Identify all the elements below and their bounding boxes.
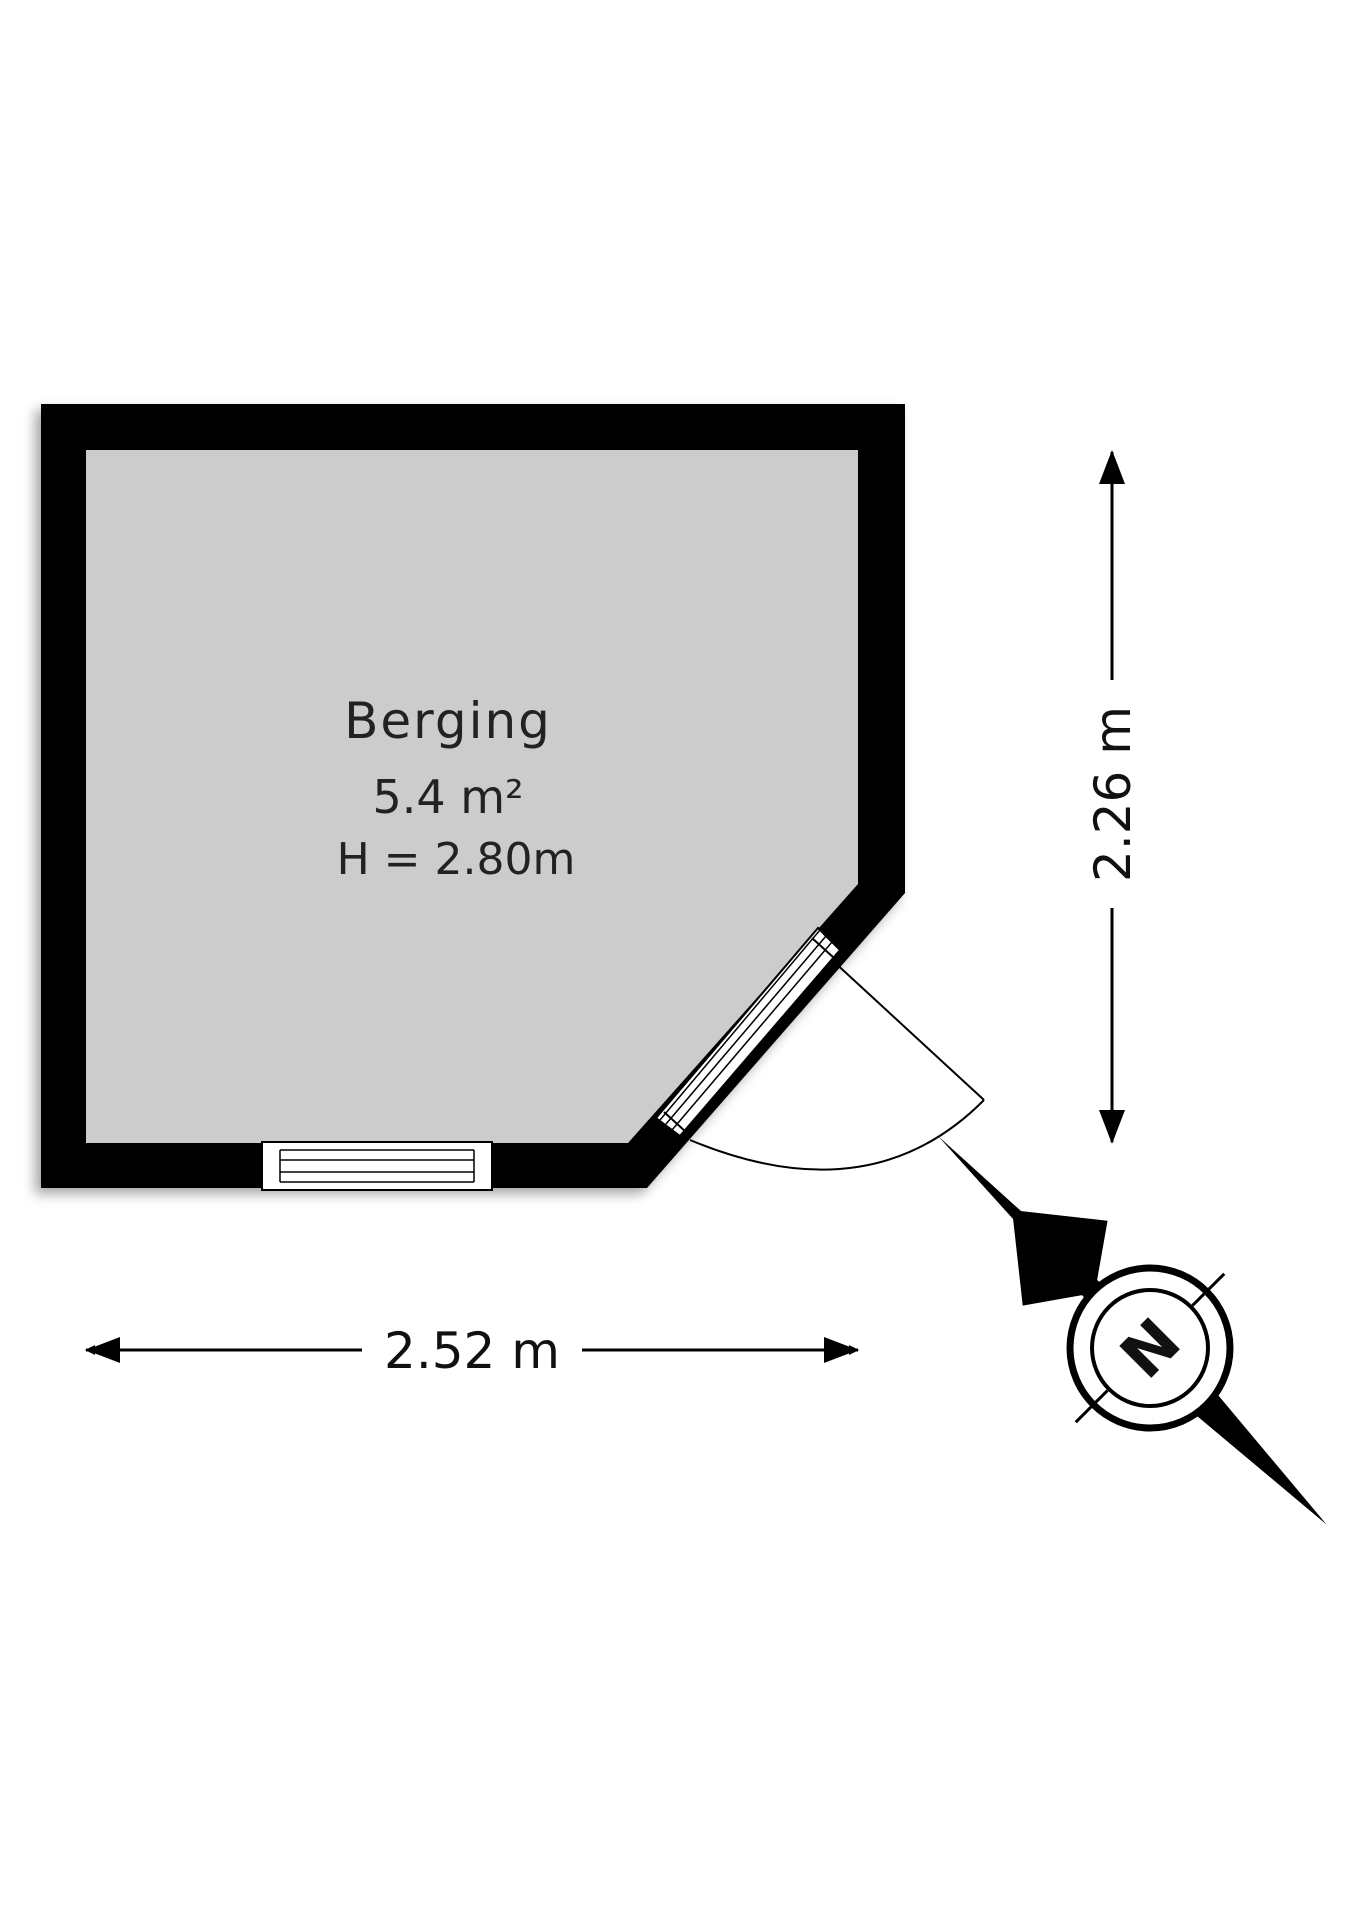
room-area: 5.4 m² [372, 770, 523, 824]
compass: N [937, 1135, 1327, 1525]
room-name: Berging [344, 692, 552, 750]
bottom-window [261, 1141, 493, 1191]
door-swing [689, 959, 985, 1171]
width-label: 2.52 m [384, 1322, 560, 1380]
room-floor [86, 450, 858, 1143]
width-dimension: 2.52 m [85, 1322, 859, 1380]
door-opening [654, 926, 842, 1138]
depth-label: 2.26 m [1084, 706, 1142, 882]
room-height: H = 2.80m [337, 834, 576, 885]
depth-dimension: 2.26 m [1084, 450, 1142, 1144]
